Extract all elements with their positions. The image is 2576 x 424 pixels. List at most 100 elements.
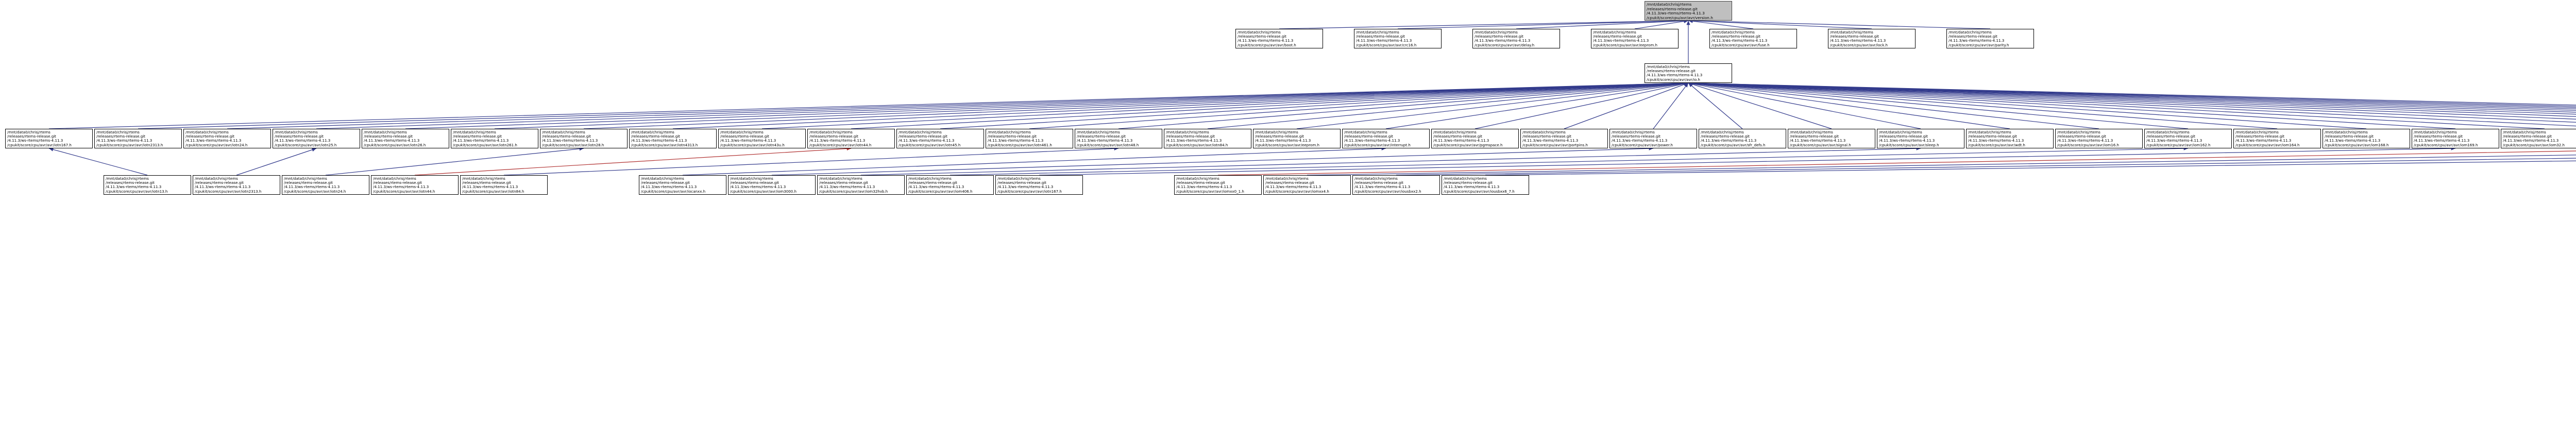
graph-edge: [1039, 146, 2456, 176]
graph-node[interactable]: /mnt/data0/chrisj/rtems/releases/rtems-r…: [2233, 129, 2321, 148]
graph-node-line: /4.11.3/ws-rtems/rtems-4.11.3: [641, 184, 697, 190]
graph-node[interactable]: /mnt/data0/chrisj/rtems/releases/rtems-r…: [183, 129, 271, 148]
graph-node-line: /releases/rtems-release.git: [106, 180, 155, 185]
graph-node-line: /releases/rtems-release.git: [462, 180, 511, 185]
graph-node[interactable]: /mnt/data0/chrisj/rtems/releases/rtems-r…: [986, 129, 1073, 148]
graph-node[interactable]: /mnt/data0/chrisj/rtems/releases/rtems-r…: [193, 175, 280, 195]
graph-node[interactable]: /mnt/data0/chrisj/rtems/releases/rtems-r…: [1946, 29, 2034, 48]
graph-node-line: /cpukit/score/cpu/avr/avr/iotn28.h: [542, 142, 604, 147]
graph-edge: [1688, 81, 2456, 129]
graph-node-line: /4.11.3/ws-rtems/rtems-4.11.3: [1593, 38, 1649, 43]
graph-node[interactable]: /mnt/data0/chrisj/rtems/releases/rtems-r…: [1591, 29, 1679, 48]
graph-node[interactable]: /mnt/data0/chrisj/rtems/releases/rtems-r…: [1431, 129, 1519, 148]
graph-node[interactable]: /mnt/data0/chrisj/rtems/releases/rtems-r…: [273, 129, 360, 148]
graph-node[interactable]: /mnt/data0/chrisj/rtems/releases/rtems-r…: [1164, 129, 1251, 148]
graph-node-line: /cpukit/score/cpu/avr/avr/iotn2313.h: [195, 189, 262, 194]
graph-node[interactable]: /mnt/data0/chrisj/rtems/releases/rtems-r…: [807, 129, 895, 148]
graph-node-line: /4.11.3/ws-rtems/rtems-4.11.3: [1647, 11, 1705, 16]
graph-node-line: /mnt/data0/chrisj/rtems: [185, 130, 229, 134]
graph-node-line: /cpukit/score/cpu/avr/avr/fuse.h: [1711, 42, 1770, 47]
graph-node-line: /cpukit/score/cpu/avr/avr/io.h: [1647, 77, 1700, 82]
graph-node[interactable]: /mnt/data0/chrisj/rtems/releases/rtems-r…: [1828, 29, 1916, 48]
graph-node[interactable]: /mnt/data0/chrisj/rtems/releases/rtems-r…: [995, 175, 1083, 195]
graph-node-root[interactable]: /mnt/data0/chrisj/rtems/releases/rtems-r…: [1645, 1, 1732, 21]
graph-node-line: /releases/rtems-release.git: [542, 134, 591, 139]
graph-node-line: /4.11.3/ws-rtems/rtems-4.11.3: [899, 138, 955, 143]
graph-node-line: /4.11.3/ws-rtems/rtems-4.11.3: [1354, 184, 1411, 190]
graph-node-line: /cpukit/score/cpu/avr/avr/iotn261.h: [453, 142, 517, 147]
graph-node[interactable]: /mnt/data0/chrisj/rtems/releases/rtems-r…: [1709, 29, 1797, 48]
graph-node-line: /mnt/data0/chrisj/rtems: [908, 176, 952, 181]
graph-node[interactable]: /mnt/data0/chrisj/rtems/releases/rtems-r…: [1442, 175, 1529, 195]
graph-node[interactable]: /mnt/data0/chrisj/rtems/releases/rtems-r…: [371, 175, 459, 195]
graph-edge: [1653, 82, 1689, 129]
graph-node[interactable]: /mnt/data0/chrisj/rtems/releases/rtems-r…: [2144, 129, 2232, 148]
graph-node[interactable]: /mnt/data0/chrisj/rtems/releases/rtems-r…: [906, 175, 994, 195]
graph-node-line: /cpukit/score/cpu/avr/avr/eeprom.h: [1255, 142, 1319, 147]
graph-node-line: /mnt/data0/chrisj/rtems: [1879, 130, 1922, 134]
graph-node-line: /releases/rtems-release.git: [185, 134, 234, 139]
graph-node-line: /mnt/data0/chrisj/rtems: [2146, 130, 2190, 134]
graph-node-line: /releases/rtems-release.git: [819, 180, 868, 185]
graph-node[interactable]: /mnt/data0/chrisj/rtems/releases/rtems-r…: [1075, 129, 1162, 148]
graph-node[interactable]: /mnt/data0/chrisj/rtems/releases/rtems-r…: [94, 129, 182, 148]
graph-node-line: /4.11.3/ws-rtems/rtems-4.11.3: [2414, 138, 2470, 143]
graph-node[interactable]: /mnt/data0/chrisj/rtems/releases/rtems-r…: [451, 129, 538, 148]
graph-node[interactable]: /mnt/data0/chrisj/rtems/releases/rtems-r…: [639, 175, 726, 195]
graph-node[interactable]: /mnt/data0/chrisj/rtems/releases/rtems-r…: [1352, 175, 1440, 195]
graph-node[interactable]: /mnt/data0/chrisj/rtems/releases/rtems-r…: [1609, 129, 1697, 148]
graph-node[interactable]: /mnt/data0/chrisj/rtems/releases/rtems-r…: [2412, 129, 2499, 148]
graph-node[interactable]: /mnt/data0/chrisj/rtems/releases/rtems-r…: [1354, 29, 1442, 48]
graph-node[interactable]: /mnt/data0/chrisj/rtems/releases/rtems-r…: [2055, 129, 2143, 148]
graph-node-line: /4.11.3/ws-rtems/rtems-4.11.3: [988, 138, 1044, 143]
graph-edge: [1688, 82, 1743, 129]
graph-node[interactable]: /mnt/data0/chrisj/rtems/releases/rtems-r…: [1342, 129, 1430, 148]
graph-node-line: /4.11.3/ws-rtems/rtems-4.11.3: [997, 184, 1054, 190]
graph-node[interactable]: /mnt/data0/chrisj/rtems/releases/rtems-r…: [728, 175, 816, 195]
graph-node[interactable]: /mnt/data0/chrisj/rtems/releases/rtems-r…: [1253, 129, 1341, 148]
graph-node[interactable]: /mnt/data0/chrisj/rtems/releases/rtems-r…: [1174, 175, 1262, 195]
graph-node-line: /4.11.3/ws-rtems/rtems-4.11.3: [1612, 138, 1668, 143]
graph-node[interactable]: /mnt/data0/chrisj/rtems/releases/rtems-r…: [2323, 129, 2410, 148]
graph-node-line: /4.11.3/ws-rtems/rtems-4.11.3: [1265, 184, 1321, 190]
graph-node[interactable]: /mnt/data0/chrisj/rtems/releases/rtems-r…: [540, 129, 628, 148]
graph-node-line: /cpukit/score/cpu/avr/avr/boot.h: [1238, 42, 1296, 47]
graph-node-line: /cpukit/score/cpu/avr/avr/wdt.h: [1968, 142, 2025, 147]
graph-node-line: /mnt/data0/chrisj/rtems: [2414, 130, 2457, 134]
graph-node[interactable]: /mnt/data0/chrisj/rtems/releases/rtems-r…: [1645, 63, 1732, 83]
graph-node-line: /mnt/data0/chrisj/rtems: [1356, 30, 1399, 35]
graph-edge: [316, 81, 1689, 129]
graph-edge: [1688, 81, 2576, 113]
graph-node-line: /releases/rtems-release.git: [1166, 134, 1215, 139]
graph-node[interactable]: /mnt/data0/chrisj/rtems/releases/rtems-r…: [282, 175, 369, 195]
graph-node[interactable]: /mnt/data0/chrisj/rtems/releases/rtems-r…: [5, 129, 93, 148]
graph-node-line: /4.11.3/ws-rtems/rtems-4.11.3: [819, 184, 875, 190]
graph-node[interactable]: /mnt/data0/chrisj/rtems/releases/rtems-r…: [1520, 129, 1608, 148]
graph-node-line: /4.11.3/ws-rtems/rtems-4.11.3: [1077, 138, 1133, 143]
graph-node-line: /mnt/data0/chrisj/rtems: [819, 176, 862, 181]
graph-node[interactable]: /mnt/data0/chrisj/rtems/releases/rtems-r…: [718, 129, 806, 148]
graph-node[interactable]: /mnt/data0/chrisj/rtems/releases/rtems-r…: [362, 129, 449, 148]
graph-node[interactable]: /mnt/data0/chrisj/rtems/releases/rtems-r…: [817, 175, 905, 195]
graph-node[interactable]: /mnt/data0/chrisj/rtems/releases/rtems-r…: [104, 175, 191, 195]
graph-node[interactable]: /mnt/data0/chrisj/rtems/releases/rtems-r…: [1263, 175, 1351, 195]
graph-node[interactable]: /mnt/data0/chrisj/rtems/releases/rtems-r…: [1699, 129, 1786, 148]
graph-node-line: /cpukit/score/cpu/avr/avr/parity.h: [1948, 42, 2009, 47]
graph-node-line: /4.11.3/ws-rtems/rtems-4.11.3: [1522, 138, 1579, 143]
graph-node[interactable]: /mnt/data0/chrisj/rtems/releases/rtems-r…: [460, 175, 548, 195]
graph-node[interactable]: /mnt/data0/chrisj/rtems/releases/rtems-r…: [1472, 29, 1560, 48]
graph-node-line: /releases/rtems-release.git: [1879, 134, 1928, 139]
graph-node[interactable]: /mnt/data0/chrisj/rtems/releases/rtems-r…: [1966, 129, 2054, 148]
graph-node[interactable]: /mnt/data0/chrisj/rtems/releases/rtems-r…: [2501, 129, 2576, 148]
graph-node-line: /releases/rtems-release.git: [988, 134, 1037, 139]
graph-edge: [1688, 81, 2576, 127]
graph-node-line: /4.11.3/ws-rtems/rtems-4.11.3: [1879, 138, 1935, 143]
graph-node-line: /releases/rtems-release.git: [1354, 180, 1403, 185]
graph-node[interactable]: /mnt/data0/chrisj/rtems/releases/rtems-r…: [629, 129, 717, 148]
graph-edge: [1307, 155, 2576, 176]
graph-node[interactable]: /mnt/data0/chrisj/rtems/releases/rtems-r…: [896, 129, 984, 148]
graph-node[interactable]: /mnt/data0/chrisj/rtems/releases/rtems-r…: [1235, 29, 1323, 48]
graph-node[interactable]: /mnt/data0/chrisj/rtems/releases/rtems-r…: [1877, 129, 1964, 148]
graph-node[interactable]: /mnt/data0/chrisj/rtems/releases/rtems-r…: [1788, 129, 1875, 148]
graph-edge: [1688, 19, 1754, 29]
